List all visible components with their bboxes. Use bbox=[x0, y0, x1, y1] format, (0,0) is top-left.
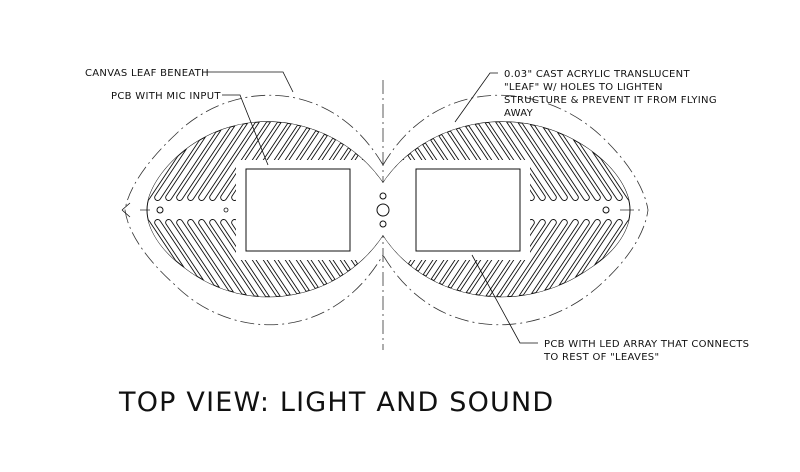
leaf-slot bbox=[55, 218, 120, 311]
leaf-slot bbox=[0, 108, 53, 201]
leaf-slot bbox=[44, 218, 109, 311]
leaf-slot bbox=[537, 121, 601, 201]
leaf-slot bbox=[11, 108, 76, 201]
leaf-slot bbox=[779, 218, 800, 311]
leaf-slot bbox=[66, 108, 131, 201]
leaf-slot bbox=[713, 108, 778, 201]
leaf-slot bbox=[504, 121, 568, 201]
leaf-slot bbox=[77, 108, 142, 201]
leaf-slot bbox=[187, 121, 251, 201]
leaf-slot bbox=[526, 219, 590, 297]
leaf-slot bbox=[658, 218, 723, 311]
leaf-slot bbox=[55, 108, 120, 201]
leaf-slot bbox=[0, 218, 53, 311]
leaf-slot bbox=[691, 108, 756, 201]
leader-lines bbox=[207, 71, 538, 344]
leaf-slot bbox=[0, 108, 20, 201]
label-acrylic-4: AWAY bbox=[504, 108, 534, 119]
leaf-slot bbox=[147, 219, 152, 297]
leaf-slot bbox=[702, 218, 767, 311]
leaf-slot bbox=[209, 121, 273, 201]
leaf-slot bbox=[746, 218, 800, 311]
leaf-slot bbox=[11, 218, 76, 311]
leaf-slot bbox=[724, 218, 789, 311]
leaf-slot bbox=[647, 218, 712, 311]
pcb-mic-input bbox=[245, 168, 351, 252]
label-pcb-led-2: TO REST OF "LEAVES" bbox=[543, 352, 659, 363]
leaf-slot bbox=[22, 218, 87, 311]
leaf-slot bbox=[636, 218, 701, 311]
canvas-leaf-outline bbox=[124, 94, 649, 326]
leaf-slot bbox=[0, 218, 9, 311]
leaf-slot bbox=[702, 108, 767, 201]
leaf-slot bbox=[724, 108, 789, 201]
pcb-led-array bbox=[415, 168, 521, 252]
leaf-slot bbox=[493, 219, 557, 297]
leaf-slot bbox=[669, 108, 734, 201]
label-pcb-led-1: PCB WITH LED ARRAY THAT CONNECTS bbox=[544, 339, 749, 350]
leaf-slot bbox=[0, 108, 64, 201]
leaf-slot bbox=[526, 121, 590, 201]
label-acrylic-2: "LEAF" W/ HOLES TO LIGHTEN bbox=[504, 82, 663, 93]
leaf-slot bbox=[779, 108, 800, 201]
leaf-slot bbox=[790, 218, 800, 311]
leaf-slot bbox=[22, 108, 87, 201]
leaf-slot bbox=[0, 108, 31, 201]
leaf-slot bbox=[669, 218, 734, 311]
right-leaf-hole bbox=[602, 206, 610, 214]
leaf-slot bbox=[0, 218, 42, 311]
leaf-slot bbox=[757, 108, 800, 201]
label-acrylic-1: 0.03" CAST ACRYLIC TRANSLUCENT bbox=[504, 69, 690, 80]
leaf-slot bbox=[0, 108, 9, 201]
leaf-slot bbox=[757, 218, 800, 311]
leaf-slot bbox=[77, 218, 142, 311]
leaf-slot bbox=[493, 121, 557, 201]
leaf-slot bbox=[658, 108, 723, 201]
leaf-slot bbox=[735, 108, 800, 201]
leaf-slot bbox=[147, 121, 152, 201]
leaf-slot bbox=[515, 121, 579, 201]
leaf-slot bbox=[504, 219, 568, 297]
leaf-slot bbox=[176, 219, 240, 297]
drawing-title: TOP VIEW: LIGHT AND SOUND bbox=[118, 387, 554, 418]
leaf-slot bbox=[768, 218, 800, 311]
leaf-slot bbox=[790, 108, 800, 201]
leaf-slot bbox=[176, 121, 240, 201]
leaf-slot bbox=[33, 108, 98, 201]
leaf-slot bbox=[198, 219, 262, 297]
leaf-slot bbox=[746, 108, 800, 201]
center-connector bbox=[376, 192, 390, 228]
leaf-slot bbox=[680, 218, 745, 311]
leaf-slot bbox=[187, 219, 251, 297]
leaf-slot bbox=[0, 108, 42, 201]
leaf-slot bbox=[33, 218, 98, 311]
leaf-slot bbox=[768, 108, 800, 201]
leaf-slot bbox=[209, 219, 273, 297]
label-canvas-leaf: CANVAS LEAF BENEATH bbox=[85, 68, 209, 79]
leaf-slot bbox=[735, 218, 800, 311]
leaf-slot bbox=[0, 218, 31, 311]
leaf-slot bbox=[636, 108, 701, 201]
leaf-slot bbox=[44, 108, 109, 201]
leaf-slot bbox=[691, 218, 756, 311]
leaf-slot bbox=[198, 121, 262, 201]
leaf-slot bbox=[0, 218, 20, 311]
leaf-slot bbox=[713, 218, 778, 311]
leaf-slot bbox=[647, 108, 712, 201]
label-acrylic-3: STRUCTURE & PREVENT IT FROM FLYING bbox=[504, 95, 717, 106]
leaf-slot bbox=[515, 219, 579, 297]
label-pcb-mic: PCB WITH MIC INPUT bbox=[111, 91, 221, 102]
leaf-slot bbox=[0, 218, 64, 311]
left-leaf-hole bbox=[156, 206, 164, 214]
leaf-slot bbox=[680, 108, 745, 201]
leaf-slot bbox=[625, 219, 630, 297]
leaf-slot bbox=[625, 121, 630, 201]
leaf-slot bbox=[66, 218, 131, 311]
